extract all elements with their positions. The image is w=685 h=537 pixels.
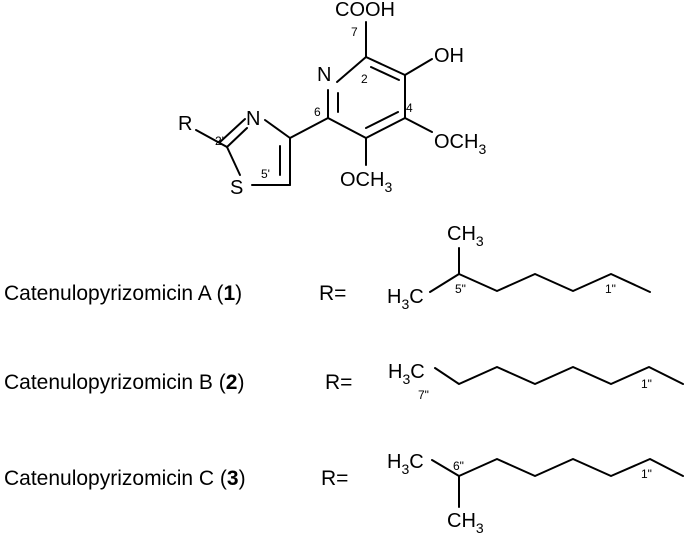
thiazole-s-label: S	[230, 177, 243, 199]
bond-c2-c3-double	[370, 66, 400, 81]
bond-c5-c6	[327, 117, 367, 139]
compound-b-locant-1pp: 1"	[641, 377, 652, 391]
bond-c4-c5-double	[365, 111, 399, 129]
cooh-label: COOH	[335, 0, 395, 21]
och3-c5-label: OCH3	[340, 169, 392, 195]
och3-c4-label: OCH3	[434, 131, 486, 157]
bond-c4-o	[404, 117, 433, 133]
bond-n3p-c2p	[226, 127, 248, 148]
compound-c-locant-1pp: 1"	[641, 467, 652, 481]
compound-c-h3c-label: H3C	[387, 451, 424, 477]
bond-c4-c5	[365, 117, 406, 139]
compound-b-r-equals: R=	[325, 371, 352, 394]
locant-2: 2	[361, 72, 368, 86]
thiazole-n-label: N	[246, 108, 260, 130]
bond-n3p-c2p-double	[219, 118, 246, 143]
compound-a-name: Catenulopyrizomicin A (1)	[4, 282, 242, 305]
compound-a-ch3-label: CH3	[447, 223, 484, 249]
compound-b-h3c-label: H3C	[388, 361, 425, 387]
bond-c6-c4p	[289, 117, 329, 139]
thiazole-ring	[195, 118, 291, 186]
compound-b-name: Catenulopyrizomicin B (2)	[4, 371, 244, 394]
locant-6: 6	[314, 105, 321, 119]
bond-c2p-r	[195, 129, 228, 148]
compound-c-chain	[431, 458, 684, 477]
compound-a-locant-5pp: 5"	[455, 282, 466, 296]
compound-c-row: Catenulopyrizomicin C (3) R= H3C CH3 6" …	[4, 451, 684, 536]
compound-c-name: Catenulopyrizomicin C (3)	[4, 467, 246, 490]
pyridine-ring	[289, 21, 433, 166]
compound-a-locant-1pp: 1"	[605, 282, 616, 296]
compound-b-chain	[434, 366, 684, 385]
bond-n1-c2	[336, 56, 367, 83]
locant-5-prime: 5'	[261, 167, 270, 181]
locant-4: 4	[406, 101, 413, 115]
bond-c2p-s	[226, 146, 241, 176]
locant-2-prime: 2'	[215, 134, 224, 148]
oh-label: OH	[434, 45, 464, 67]
locant-7: 7	[351, 25, 358, 39]
compound-c-r-equals: R=	[321, 467, 348, 490]
compound-b-row: Catenulopyrizomicin B (2) R= H3C 7" 1"	[4, 361, 684, 402]
bond-c3-oh	[404, 58, 433, 76]
r-label: R	[178, 113, 192, 135]
bond-c4p-n3p	[264, 119, 291, 139]
compound-a-h3c-label: H3C	[387, 286, 424, 312]
pyridine-n-label: N	[317, 64, 331, 86]
compound-a-r-equals: R=	[319, 282, 346, 305]
compound-c-ch3-label: CH3	[447, 510, 484, 536]
compound-b-locant-7pp: 7"	[418, 388, 429, 402]
compound-c-locant-6pp: 6"	[453, 459, 464, 473]
compound-a-row: Catenulopyrizomicin A (1) R= CH3 H3C 5" …	[4, 223, 651, 312]
bond-c2-c3	[365, 56, 406, 76]
